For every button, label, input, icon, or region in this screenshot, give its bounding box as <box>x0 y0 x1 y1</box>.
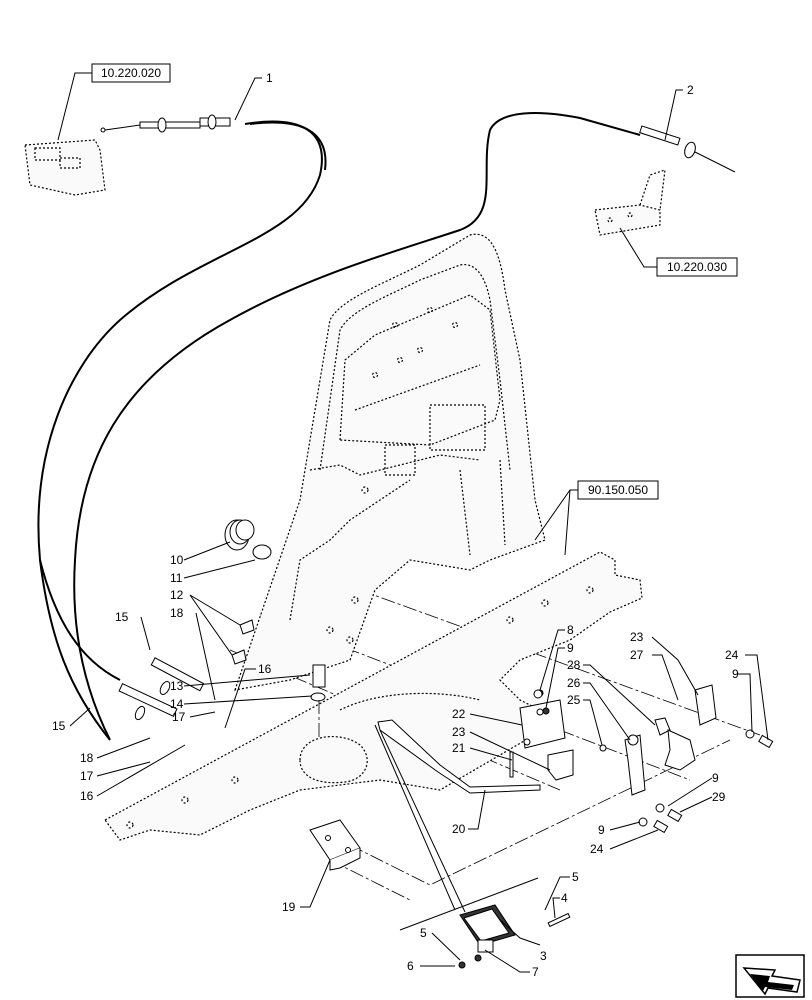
callout-17: 17 <box>80 769 94 783</box>
reference-box-10-220-030[interactable]: 10.220.030 <box>619 227 738 277</box>
callout-13: 13 <box>170 679 184 693</box>
callout-5: 5 <box>420 926 427 940</box>
callout-29: 29 <box>712 790 726 804</box>
fasteners-cab <box>231 619 326 740</box>
callout-28: 28 <box>567 658 581 672</box>
pedal-rod <box>377 719 541 794</box>
callout-2: 2 <box>687 83 694 97</box>
callout-16: 16 <box>258 662 272 676</box>
callout-23: 23 <box>452 725 466 739</box>
platform-plate <box>104 551 643 841</box>
callout-9: 9 <box>712 771 719 785</box>
callout-9: 9 <box>598 823 605 837</box>
reference-label: 10.220.020 <box>101 66 161 80</box>
callout-7: 7 <box>532 965 539 979</box>
callout-9: 9 <box>567 641 574 655</box>
reference-box-10-220-020[interactable]: 10.220.020 <box>57 63 171 141</box>
callout-16: 16 <box>80 789 94 803</box>
callout-9: 9 <box>732 667 739 681</box>
callout-20: 20 <box>452 822 466 836</box>
callout-24: 24 <box>590 842 604 856</box>
callout-23: 23 <box>630 630 644 644</box>
callout-15: 15 <box>52 719 66 733</box>
ghost-lever-assembly-ref1 <box>24 139 106 196</box>
callout-17: 17 <box>172 710 186 724</box>
callout-15: 15 <box>115 610 129 624</box>
hand-throttle-cable <box>73 112 736 741</box>
callout-10: 10 <box>170 553 184 567</box>
callout-12: 12 <box>170 588 184 602</box>
callout-8: 8 <box>567 623 574 637</box>
reference-box-90-150-050[interactable]: 90.150.050 <box>534 480 659 556</box>
reference-label: 90.150.050 <box>588 483 648 497</box>
callout-21: 21 <box>452 741 466 755</box>
callout-25: 25 <box>567 693 581 707</box>
callout-labels: 1 2 3 4 5 5 6 7 8 9 9 9 9 10 11 12 13 14… <box>52 71 739 979</box>
callout-3: 3 <box>540 949 547 963</box>
throttle-lever-parts <box>599 684 717 796</box>
callout-18: 18 <box>80 751 94 765</box>
pedal-bracket <box>309 819 361 871</box>
callout-26: 26 <box>567 676 581 690</box>
callout-1: 1 <box>266 71 273 85</box>
callout-22: 22 <box>452 707 466 721</box>
callout-6: 6 <box>407 959 414 973</box>
pedal-linkage-parts <box>509 689 574 781</box>
callout-11: 11 <box>170 571 183 585</box>
pedal-pad <box>374 724 571 969</box>
callout-leaders <box>69 77 769 973</box>
callout-5: 5 <box>572 870 579 884</box>
throttle-cable <box>37 114 327 741</box>
cable-grommet <box>224 519 272 560</box>
cab-tower <box>234 233 546 691</box>
callout-24: 24 <box>725 648 739 662</box>
callout-4: 4 <box>561 891 568 905</box>
navigation-arrow-icon[interactable] <box>735 954 805 998</box>
callout-19: 19 <box>282 900 296 914</box>
callout-14: 14 <box>170 697 184 711</box>
callout-18: 18 <box>170 606 184 620</box>
callout-27: 27 <box>630 648 644 662</box>
reference-label: 10.220.030 <box>667 260 727 274</box>
ghost-bracket-ref2 <box>594 169 666 236</box>
